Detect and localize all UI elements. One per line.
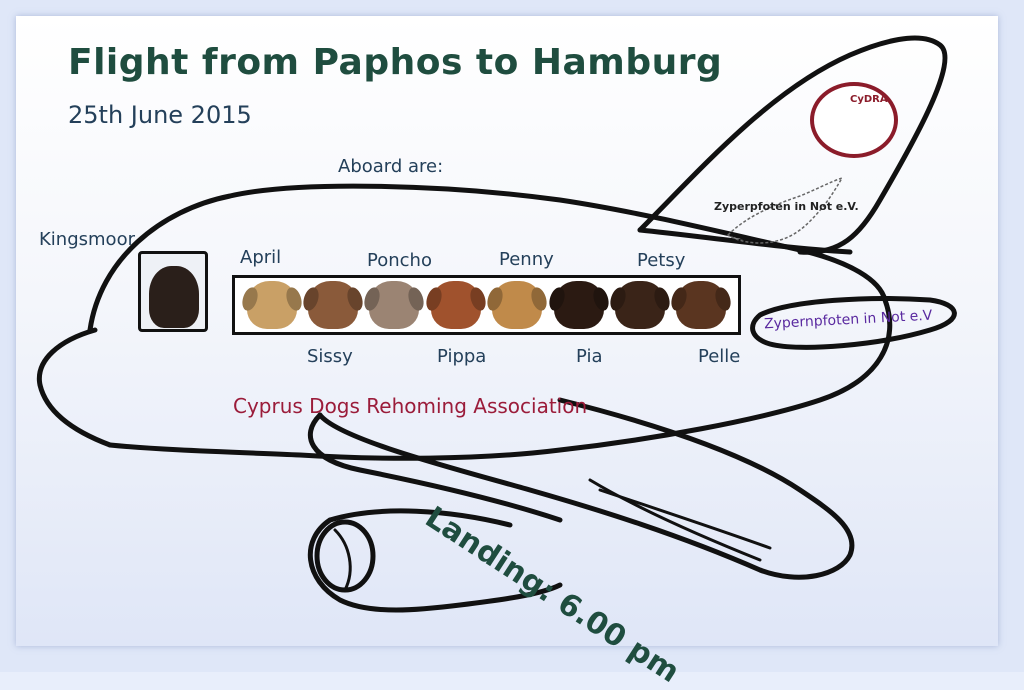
dog-photo xyxy=(614,281,665,329)
flight-date: 25th June 2015 xyxy=(68,101,252,129)
dog-name: Poncho xyxy=(367,250,432,271)
dog-name: Sissy xyxy=(307,346,353,367)
cydra-logo-text: CyDRA xyxy=(850,94,888,105)
dog-name: Penny xyxy=(499,249,554,270)
dog-photo xyxy=(246,281,297,329)
passenger-window-row xyxy=(232,275,741,335)
dog-name: Pia xyxy=(576,346,603,367)
dog-photo xyxy=(492,281,543,329)
dog-name: April xyxy=(240,247,282,268)
dog-photo xyxy=(676,281,727,329)
tail-logo-text: Zyperpfoten in Not e.V. xyxy=(714,200,859,213)
airplane-outline xyxy=(36,35,957,613)
dog-photo xyxy=(430,281,481,329)
dog-name: Petsy xyxy=(637,250,686,271)
dog-name: Pippa xyxy=(437,346,487,367)
cockpit-dog-photo xyxy=(149,266,199,328)
dog-name: Pelle xyxy=(698,346,741,367)
page-title: Flight from Paphos to Hamburg xyxy=(68,42,723,83)
cydra-logo: CyDRA xyxy=(810,82,898,158)
aboard-label: Aboard are: xyxy=(338,156,444,177)
association-name: Cyprus Dogs Rehoming Association xyxy=(233,394,588,418)
cockpit-dog-name: Kingsmoor xyxy=(39,229,135,250)
dog-photo xyxy=(553,281,604,329)
dog-photo xyxy=(369,281,420,329)
dog-photo xyxy=(308,281,359,329)
cockpit-window xyxy=(138,251,208,332)
